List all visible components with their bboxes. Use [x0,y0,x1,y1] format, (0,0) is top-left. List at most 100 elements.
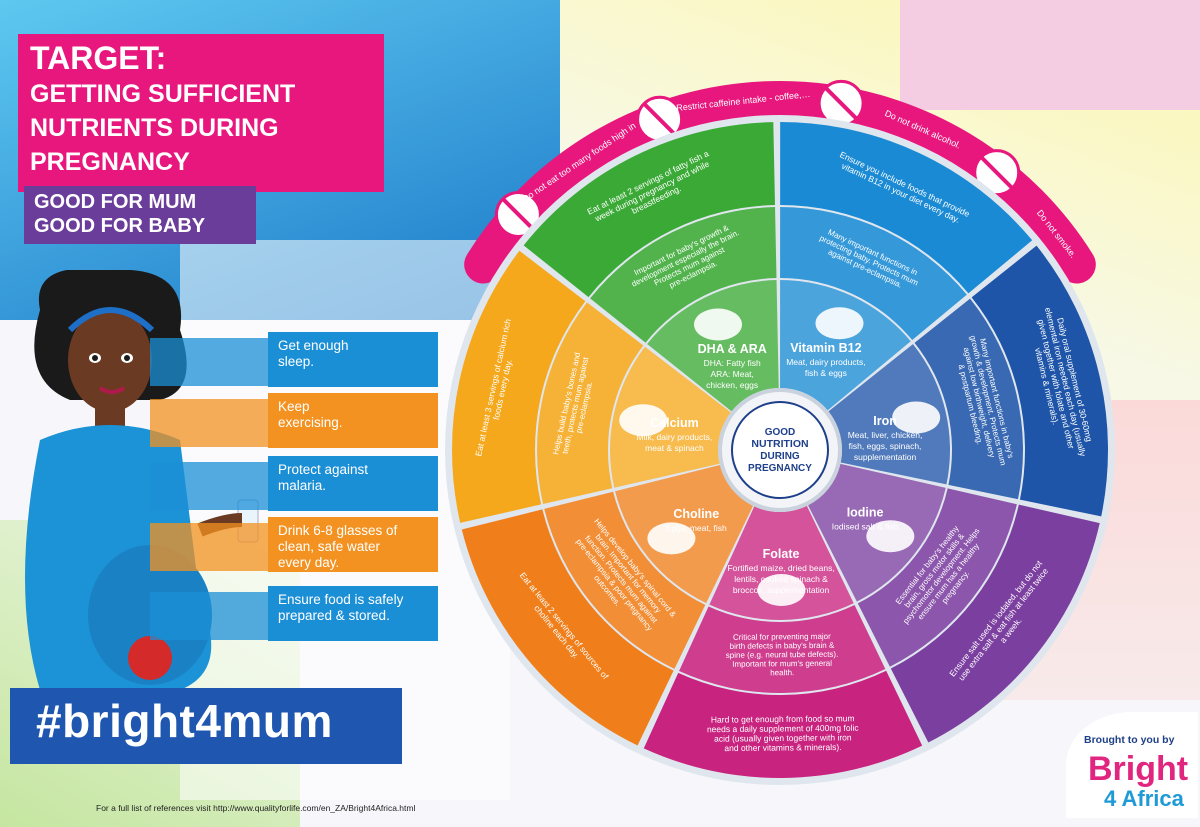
tip-ribbon-fold [150,338,268,386]
nutrient-name: Vitamin B12 [790,341,861,355]
segment-benefit-3 [857,488,1017,667]
segment-target-2 [971,245,1109,517]
nutrient-source: supplementation [854,452,917,462]
nutrient-source: broccoli, supplementation [733,585,830,595]
segment-benefit-5 [544,491,706,669]
segment-target-3 [890,504,1100,743]
center-hub-inner [731,401,829,499]
meat-fish-icon [694,308,743,341]
nutrient-source: chicken, eggs [706,380,758,390]
segment-target-5 [461,509,674,746]
nutrient-source: Fortified maize, dried beans, [727,563,834,573]
tip-text-line: Protect against [278,462,369,477]
text-line: health. [770,668,794,677]
tip-text-line: malaria. [278,478,327,493]
nutrient-source: lentils, cooked spinach & [734,574,828,584]
brand-name-bright: Bright [1088,750,1189,788]
tip-text-line: Get enough [278,338,349,353]
text-line: Critical for preventing major [733,632,831,642]
text-line: Important for mum's general [732,659,832,669]
references-footer: For a full list of references visit http… [96,803,416,813]
title-line-3: NUTRIENTS DURING [30,114,279,142]
nutrient-source: Meat, dairy products, [786,357,865,367]
hashtag-text: #bright4mum [36,695,333,747]
title-banner: TARGET: GETTING SUFFICIENT NUTRIENTS DUR… [18,34,384,192]
title-line-4: PREGNANCY [30,148,190,176]
segment-benefit-0 [590,207,777,343]
title-line-2: GETTING SUFFICIENT [30,80,296,108]
nutrient-source: DHA: Fatty fish [704,358,761,368]
text-line: acid (usually given together with iron [714,732,852,743]
tip-text-line: clean, safe water [278,539,381,554]
tip-text-line: Ensure food is safely [278,592,404,607]
meat-egg-icon [647,522,696,555]
alcohol-icon [824,86,858,120]
tip-ribbon-fold [150,462,268,510]
segment-nutrient-6 [610,346,731,488]
segment-nutrient-1 [780,280,911,411]
subtitle-line-1: GOOD FOR MUM [34,191,197,213]
bg-pink-panel [900,0,1200,110]
nutrient-name: Choline [673,507,719,521]
tip-text-line: Drink 6-8 glasses of [278,523,398,538]
coffee-icon [643,102,677,136]
milk-cheese-icon [815,307,864,340]
brand-name-africa: 4 Africa [1104,786,1184,811]
segment-nutrient-0 [647,280,779,412]
brought-by-text: Brought to you by [1084,734,1175,746]
tip-ribbon-fold [150,399,268,447]
nutrient-name: Iron [873,414,897,428]
segment-benefit-1 [780,207,967,341]
subtitle-line-2: GOOD FOR BABY [34,215,206,237]
tip-text-line: prepared & stored. [278,608,390,623]
center-label: NUTRITION [751,438,808,450]
nutrient-name: Calcium [650,416,699,430]
tip-ribbon-fold [150,592,268,640]
segment-target-1 [780,122,1033,294]
nutrient-source: ARA: Meat, [710,369,753,379]
nutrient-source: Meat, liver, chicken, [848,430,923,440]
segment-benefit-2 [914,298,1024,500]
segment-target-0 [523,122,775,298]
nutrient-source: fish & eggs [805,368,847,378]
text-line: birth defects in baby's brain & [730,641,835,651]
center-label: GOOD [765,427,796,438]
segment-target-4 [643,670,923,778]
tip-ribbon-fold [150,523,268,571]
segment-target-6 [452,250,586,523]
segment-benefit-6 [537,302,644,504]
nutrient-name: DHA & ARA [698,342,767,356]
text-line: Hard to get enough from food so mum [711,713,855,724]
text-line: and other vitamins & minerals). [724,742,841,753]
brand-logo: Brought to you by Bright 4 Africa [1066,712,1198,818]
title-line-1: TARGET: [30,40,167,76]
fish-salt-icon [866,520,915,553]
tip-text-line: exercising. [278,415,343,430]
subtitle-banner: GOOD FOR MUM GOOD FOR BABY [24,186,256,244]
segment-nutrient-4 [709,505,854,620]
center-label: DURING [760,451,800,462]
fast-food-icon [501,198,535,231]
dairy-icon [619,404,668,437]
nutrient-source: Eggs, meat, fish [666,523,727,533]
hashtag-banner: #bright4mum [10,688,402,764]
tip-text-line: every day. [278,555,340,570]
vegetables-icon [757,573,806,606]
nutrient-source: meat & spinach [645,443,704,453]
segment-benefit-4 [679,605,886,693]
text-line: spine (e.g. neural tube defects). [726,650,839,660]
nutrient-source: fish, eggs, spinach, [849,441,922,451]
nutrient-name: Iodine [847,505,884,519]
text-line: needs a daily supplement of 400mg folic [707,723,860,735]
steak-fish-icon [892,401,941,434]
tip-text-line: Keep [278,399,310,414]
nutrient-source: Iodised salt & fish [832,521,899,531]
